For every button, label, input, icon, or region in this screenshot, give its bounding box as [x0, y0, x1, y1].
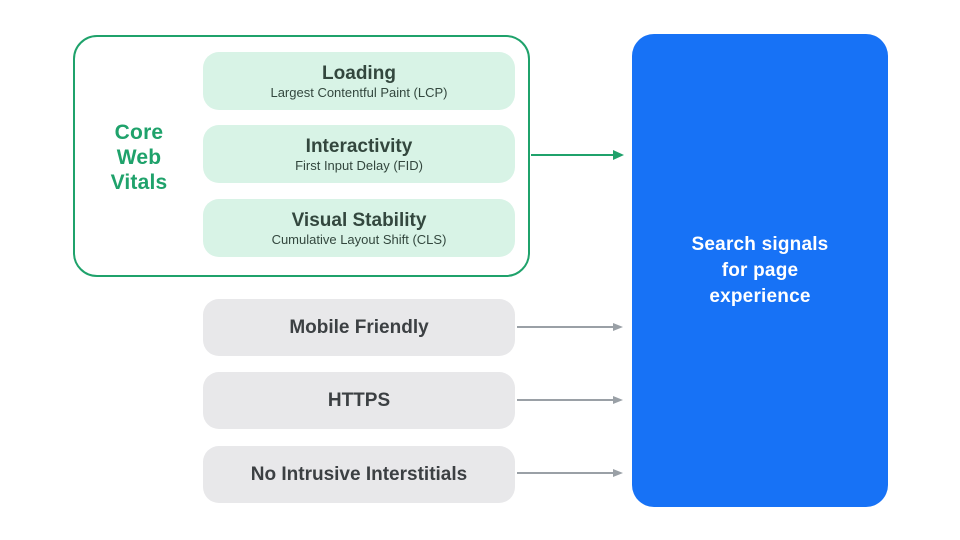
- arrow-head-icon: [613, 150, 624, 160]
- pill-visual-stability-title: Visual Stability: [291, 209, 427, 231]
- arrow-line: [517, 472, 613, 474]
- pill-https: HTTPS: [203, 372, 515, 429]
- interstitials-arrow: [517, 467, 623, 479]
- core-web-vitals-arrow: [531, 149, 624, 161]
- pill-no-intrusive-interstitials-title: No Intrusive Interstitials: [250, 464, 468, 485]
- pill-loading: Loading Largest Contentful Paint (LCP): [203, 52, 515, 110]
- core-web-vitals-label: Core Web Vitals: [110, 121, 168, 194]
- pill-mobile-friendly-title: Mobile Friendly: [289, 317, 429, 338]
- arrow-line: [517, 326, 613, 328]
- pill-visual-stability-subtitle: Cumulative Layout Shift (CLS): [271, 231, 447, 247]
- pill-interactivity-title: Interactivity: [305, 135, 413, 157]
- arrow-line: [517, 399, 613, 401]
- search-signals-box: Search signals for page experience: [632, 34, 888, 507]
- search-signals-label: Search signals for page experience: [691, 233, 829, 307]
- pill-visual-stability: Visual Stability Cumulative Layout Shift…: [203, 199, 515, 257]
- pill-loading-subtitle: Largest Contentful Paint (LCP): [270, 84, 448, 100]
- pill-interactivity: Interactivity First Input Delay (FID): [203, 125, 515, 183]
- mobile-friendly-arrow: [517, 321, 623, 333]
- pill-mobile-friendly: Mobile Friendly: [203, 299, 515, 356]
- arrow-head-icon: [613, 396, 623, 404]
- pill-loading-title: Loading: [322, 62, 396, 84]
- core-web-vitals-container: [73, 35, 530, 277]
- pill-https-title: HTTPS: [327, 390, 391, 411]
- pill-interactivity-subtitle: First Input Delay (FID): [295, 157, 423, 173]
- arrow-line: [531, 154, 613, 156]
- https-arrow: [517, 394, 623, 406]
- pill-no-intrusive-interstitials: No Intrusive Interstitials: [203, 446, 515, 503]
- arrow-head-icon: [613, 469, 623, 477]
- arrow-head-icon: [613, 323, 623, 331]
